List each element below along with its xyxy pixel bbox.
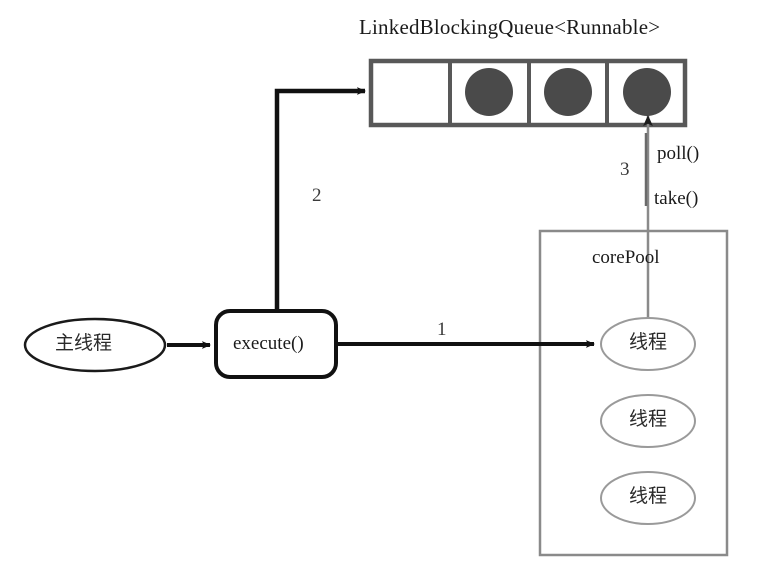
thread-label: 线程 (629, 485, 668, 507)
edge-2-label: 2 (312, 185, 322, 206)
thread-label: 线程 (629, 408, 668, 430)
queue-title: LinkedBlockingQueue<Runnable> (359, 15, 661, 39)
execute-box-shape (214, 309, 338, 379)
queue-task-circle (544, 68, 592, 116)
edge-1-label: 1 (437, 319, 447, 340)
queue-task-circle (623, 68, 671, 116)
edge-3-label: 3 (620, 159, 630, 180)
main-thread-label: 主线程 (55, 332, 113, 354)
queue-task-circle (465, 68, 513, 116)
edge-2-path (274, 87, 366, 313)
main-thread-ellipse (23, 317, 167, 373)
thread-ellipse (600, 317, 696, 371)
thread-ellipse (600, 471, 696, 525)
thread-ellipse (600, 394, 696, 448)
poll-annotation: poll() (657, 143, 700, 164)
execute-box-label: execute() (233, 333, 304, 354)
queue-box (368, 58, 688, 128)
thread-label: 线程 (629, 331, 668, 353)
take-annotation: take() (654, 188, 699, 209)
core-pool-label: corePool (592, 247, 660, 268)
edge-2-arrow (274, 87, 366, 313)
